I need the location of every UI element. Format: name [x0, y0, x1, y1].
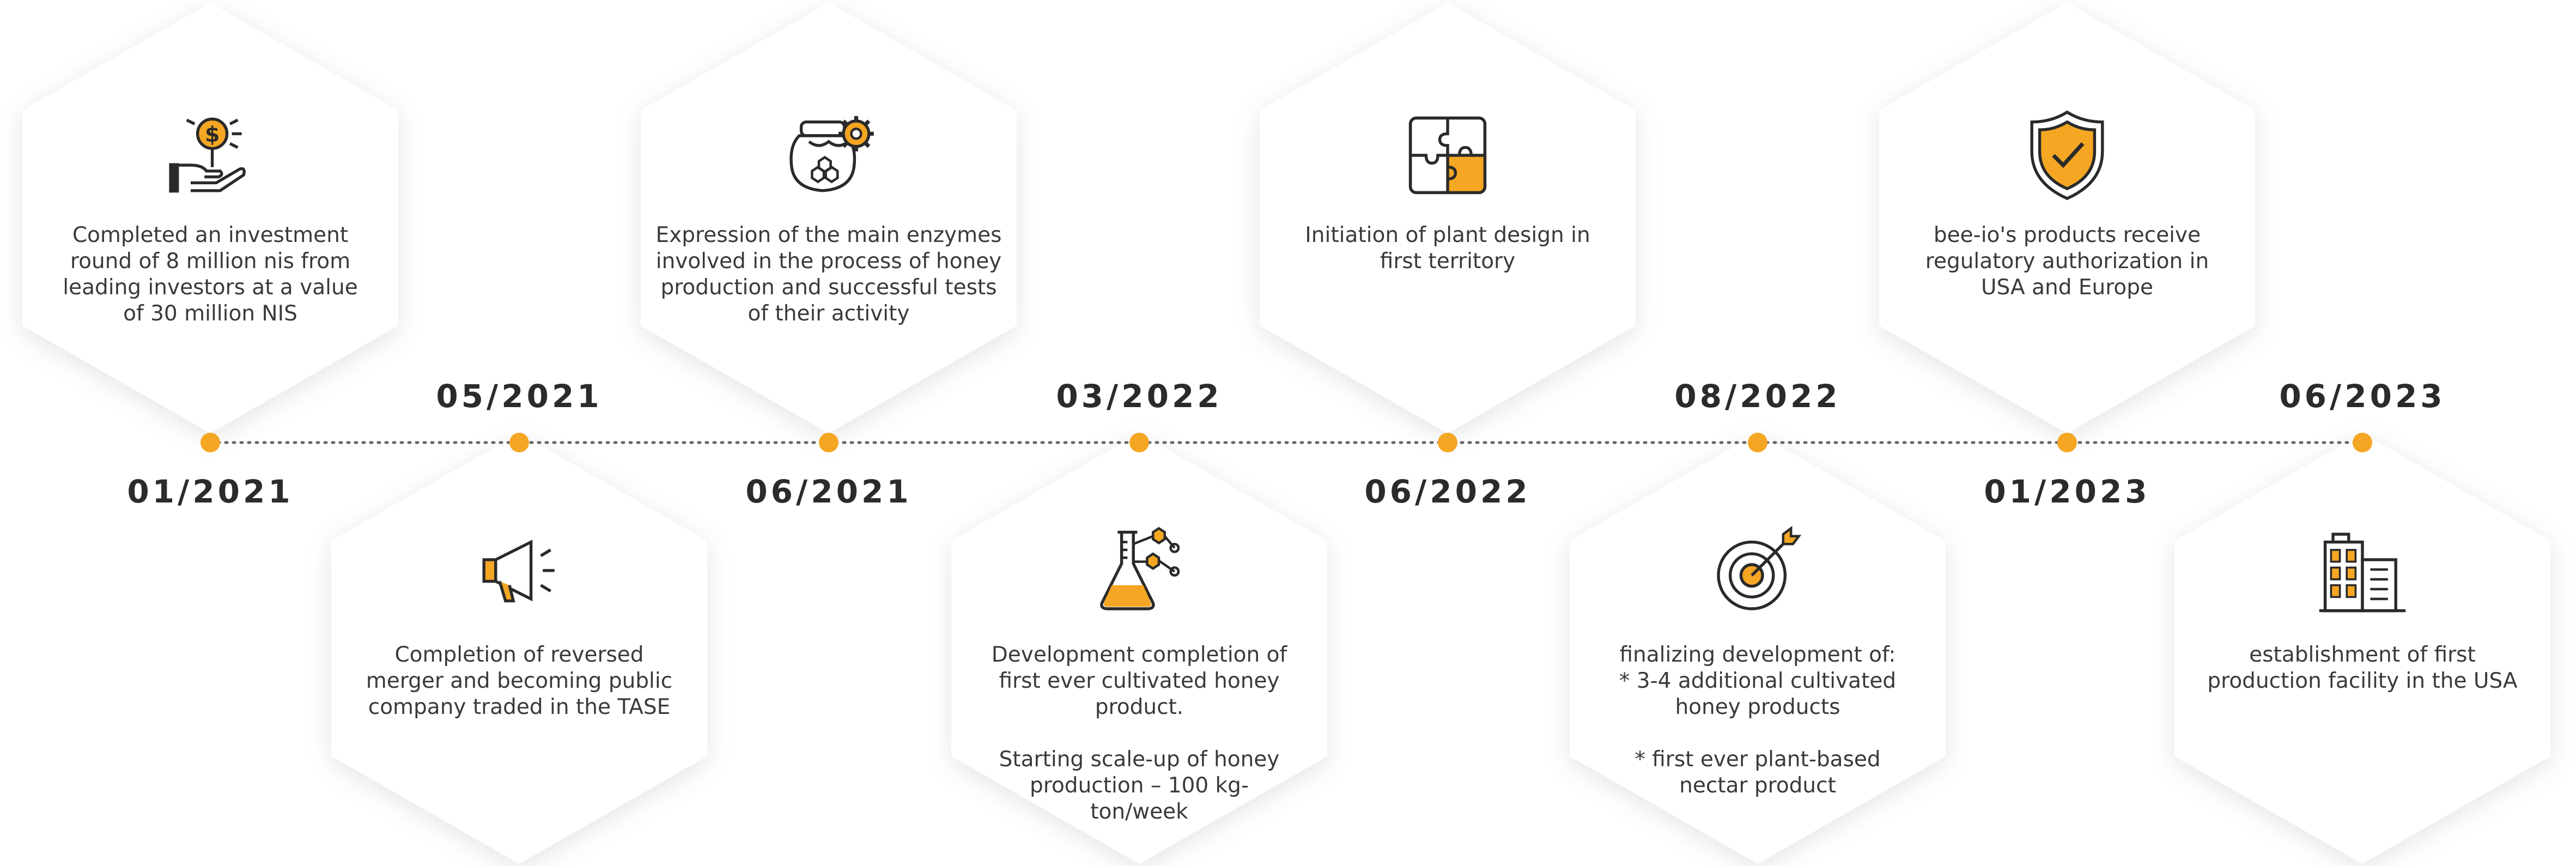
milestone-card-hexagon [951, 433, 1327, 864]
milestone-card-hexagon [2174, 433, 2550, 864]
milestone-card-hexagon [1570, 433, 1946, 864]
svg-text:$: $ [205, 122, 220, 147]
megaphone-icon [470, 520, 568, 621]
milestone-card-hexagon [1879, 3, 2255, 433]
puzzle-icon [1399, 106, 1497, 207]
timeline-dot [1748, 433, 1767, 452]
milestone-description: Expression of the main enzymes involved … [655, 223, 1002, 326]
milestone-card-hexagon [1260, 3, 1636, 433]
milestone-date: 08/2022 [1674, 378, 1841, 415]
milestone-date: 06/2023 [2279, 378, 2446, 415]
lab-flask-icon [1090, 520, 1188, 621]
investment-coin-hand-icon: $ [161, 106, 259, 207]
building-icon [2313, 520, 2411, 621]
timeline-dot [201, 433, 220, 452]
timeline-dot [1438, 433, 1457, 452]
milestone-description: Development completion of first ever cul… [991, 643, 1287, 824]
timeline-dot [2353, 433, 2372, 452]
milestone-description: Completed an investment round of 8 milli… [63, 223, 358, 326]
shield-check-icon [2018, 106, 2116, 207]
milestone-description: bee-io's products receive regulatory aut… [1925, 223, 2209, 300]
milestone-date: 05/2021 [436, 378, 603, 415]
timeline-dot [2057, 433, 2077, 452]
milestone-card-hexagon [22, 3, 398, 433]
milestone-date: 06/2022 [1364, 473, 1531, 510]
honey-jar-gear-icon [780, 106, 878, 207]
milestone-card-hexagon [331, 433, 707, 864]
timeline-dot [509, 433, 529, 452]
milestone-description: finalizing development of: * 3-4 additio… [1619, 643, 1897, 798]
milestone-card-hexagon [641, 3, 1017, 433]
milestone-description: Initiation of plant design in first terr… [1305, 223, 1590, 274]
milestone-description: Completion of reversed merger and becomi… [366, 643, 673, 719]
milestone-date: 01/2023 [1984, 473, 2150, 510]
timeline-dot [1129, 433, 1149, 452]
timeline-dot [819, 433, 839, 452]
milestone-date: 06/2021 [745, 473, 912, 510]
target-arrow-icon [1709, 520, 1807, 621]
milestone-date: 03/2022 [1056, 378, 1223, 415]
milestone-description: establishment of first production facili… [2207, 643, 2518, 693]
milestone-date: 01/2021 [127, 473, 294, 510]
